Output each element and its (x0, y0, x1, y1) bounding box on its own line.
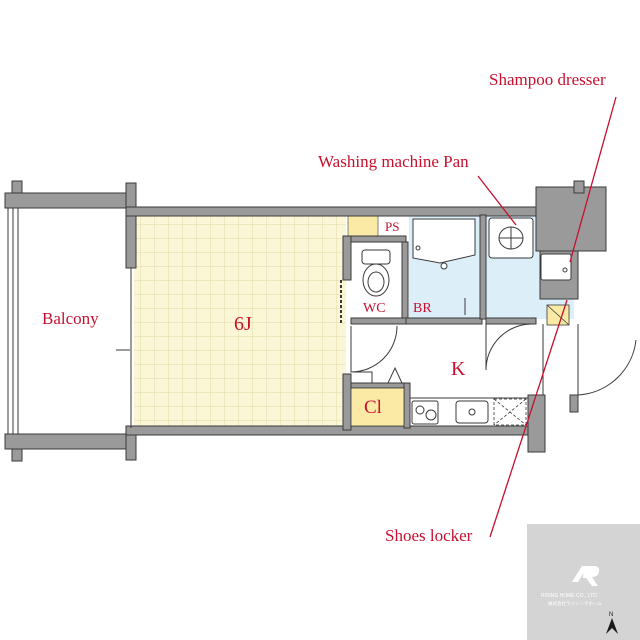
br-label: BR (413, 301, 432, 316)
shoes-locker-label: Shoes locker (385, 526, 473, 545)
refrigerator-space (493, 398, 527, 426)
kitchen-label: K (451, 358, 466, 380)
watermark: RISING HOME CO., LTD. 株式会社ライジングホーム N (527, 524, 640, 640)
doors (350, 298, 637, 396)
closet (350, 387, 405, 427)
company-name-sub: 株式会社ライジングホーム (548, 600, 602, 607)
sink-icon (455, 400, 489, 424)
washing-machine-pan-label: Washing machine Pan (318, 152, 469, 171)
stove-icon (411, 400, 439, 425)
shoes-locker (546, 304, 570, 326)
leader-lines (477, 96, 617, 538)
ps-box (347, 214, 379, 238)
room-6j-label: 6J (234, 313, 252, 335)
compass-icon: N (606, 612, 618, 634)
balcony-label: Balcony (42, 309, 99, 328)
walls (125, 180, 607, 461)
washing-machine-pan-icon (540, 253, 572, 281)
toilet-icon (361, 249, 391, 297)
svg-text:N: N (609, 612, 613, 618)
ps-label: PS (385, 219, 399, 234)
closet-label: Cl (364, 397, 382, 418)
shampoo-dresser-label: Shampoo dresser (489, 70, 606, 89)
room-6j-floor (134, 215, 346, 427)
company-name: RISING HOME CO., LTD. (541, 593, 598, 599)
washbasin-icon (488, 217, 534, 259)
bathtub-icon (412, 218, 476, 270)
wc-label: WC (363, 301, 386, 316)
company-logo (572, 566, 600, 586)
